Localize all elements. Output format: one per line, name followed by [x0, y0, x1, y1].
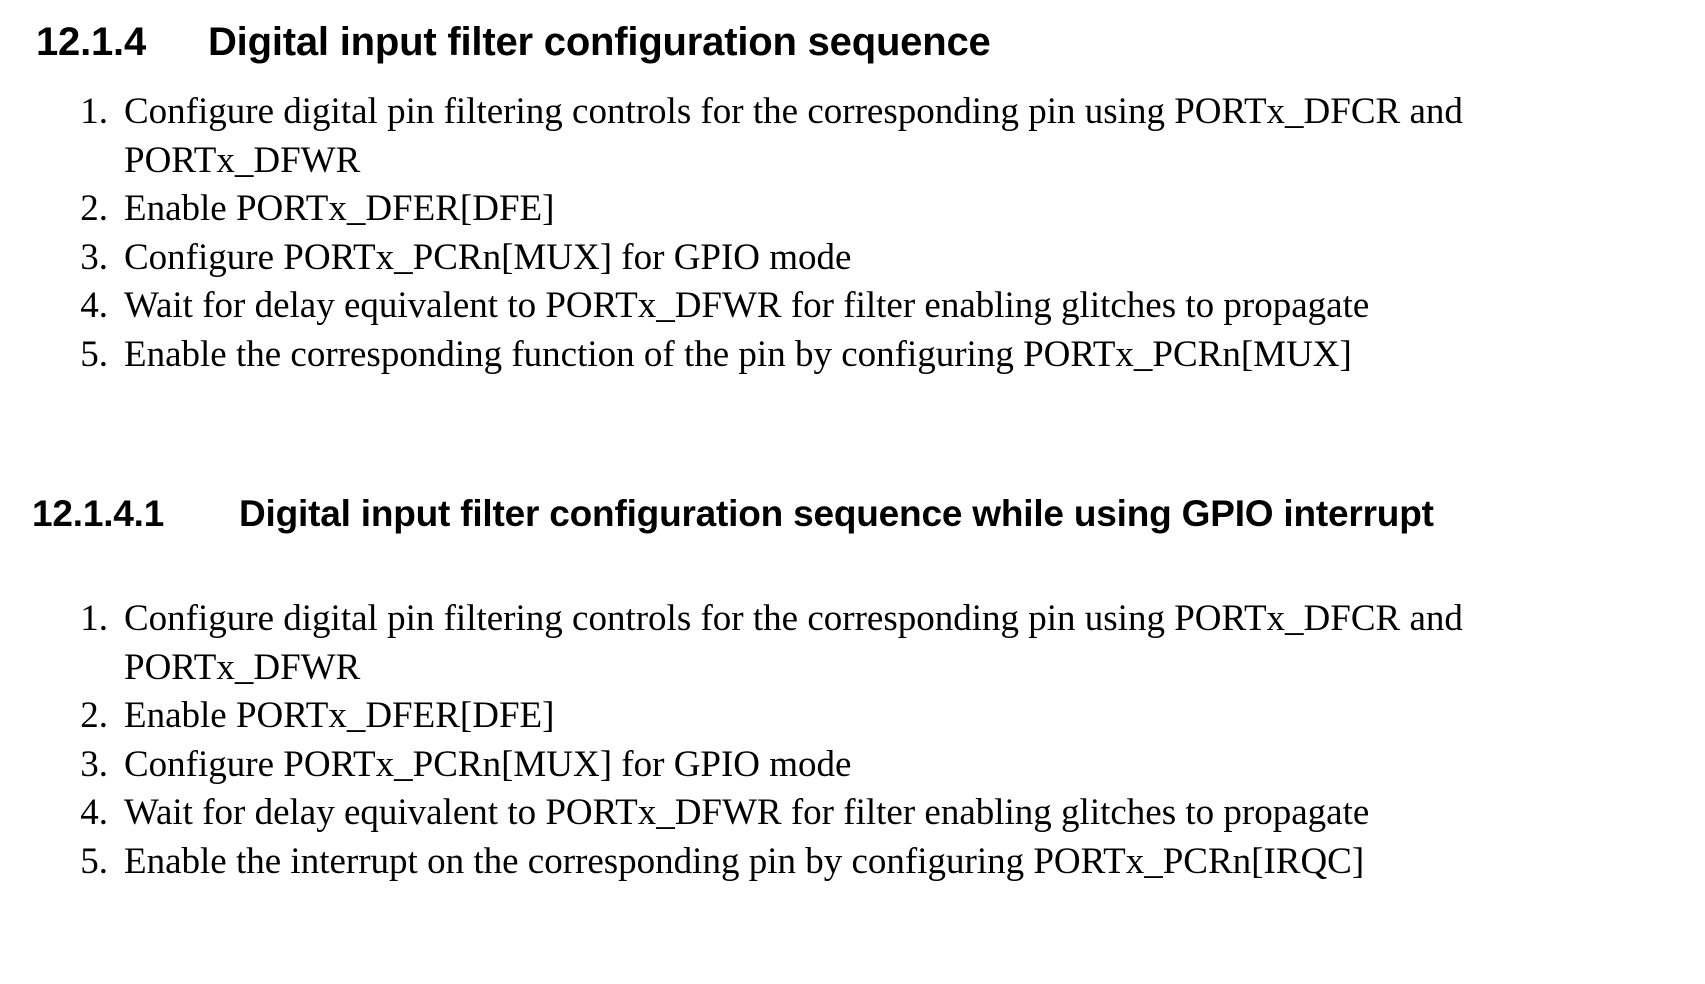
step-text: Enable the interrupt on the correspondin…: [124, 840, 1365, 882]
step-list-12-1-4: 1. Configure digital pin filtering contr…: [0, 88, 1705, 379]
section-title: Digital input filter configuration seque…: [239, 493, 1434, 534]
section-title: Digital input filter configuration seque…: [208, 20, 991, 64]
section-heading-12-1-4-1: 12.1.4.1 Digital input filter configurat…: [0, 490, 1705, 538]
step-marker: 3.: [80, 236, 108, 278]
step-list-12-1-4-1: 1. Configure digital pin filtering contr…: [0, 595, 1705, 886]
list-item: 5. Enable the interrupt on the correspon…: [0, 838, 1705, 887]
step-marker: 1.: [80, 598, 108, 639]
section-12-1-4: 12.1.4 Digital input filter configuratio…: [0, 18, 1705, 66]
list-item: 3. Configure PORTx_PCRn[MUX] for GPIO mo…: [0, 234, 1705, 283]
list-item: 4. Wait for delay equivalent to PORTx_DF…: [0, 789, 1705, 838]
step-marker: 3.: [80, 743, 108, 785]
section-heading-12-1-4: 12.1.4 Digital input filter configuratio…: [0, 18, 1705, 66]
step-text: Configure PORTx_PCRn[MUX] for GPIO mode: [124, 743, 852, 785]
step-marker: 2.: [80, 695, 108, 736]
list-item: 5. Enable the corresponding function of …: [0, 331, 1705, 380]
step-marker: 4.: [80, 792, 108, 833]
step-text: Enable the corresponding function of the…: [124, 333, 1352, 375]
step-marker: 5.: [80, 840, 108, 882]
list-item: 1. Configure digital pin filtering contr…: [0, 595, 1705, 692]
step-text: Configure PORTx_PCRn[MUX] for GPIO mode: [124, 236, 852, 278]
step-marker: 4.: [80, 285, 108, 326]
list-item: 2. Enable PORTx_DFER[DFE]: [0, 692, 1705, 741]
list-item: 2. Enable PORTx_DFER[DFE]: [0, 185, 1705, 234]
list-item: 1. Configure digital pin filtering contr…: [0, 88, 1705, 185]
step-marker: 1.: [80, 91, 108, 132]
list-item: 3. Configure PORTx_PCRn[MUX] for GPIO mo…: [0, 741, 1705, 790]
step-text: Enable PORTx_DFER[DFE]: [124, 695, 555, 736]
step-text: Wait for delay equivalent to PORTx_DFWR …: [124, 792, 1370, 833]
step-text: Configure digital pin filtering controls…: [124, 598, 1463, 688]
step-text: Configure digital pin filtering controls…: [124, 91, 1463, 181]
section-number: 12.1.4.1: [32, 493, 165, 534]
step-text: Wait for delay equivalent to PORTx_DFWR …: [124, 285, 1370, 326]
section-number: 12.1.4: [36, 20, 147, 64]
step-text: Enable PORTx_DFER[DFE]: [124, 188, 555, 229]
step-marker: 2.: [80, 188, 108, 229]
section-12-1-4-1: 12.1.4.1 Digital input filter configurat…: [0, 490, 1705, 538]
step-marker: 5.: [80, 333, 108, 375]
list-item: 4. Wait for delay equivalent to PORTx_DF…: [0, 282, 1705, 331]
